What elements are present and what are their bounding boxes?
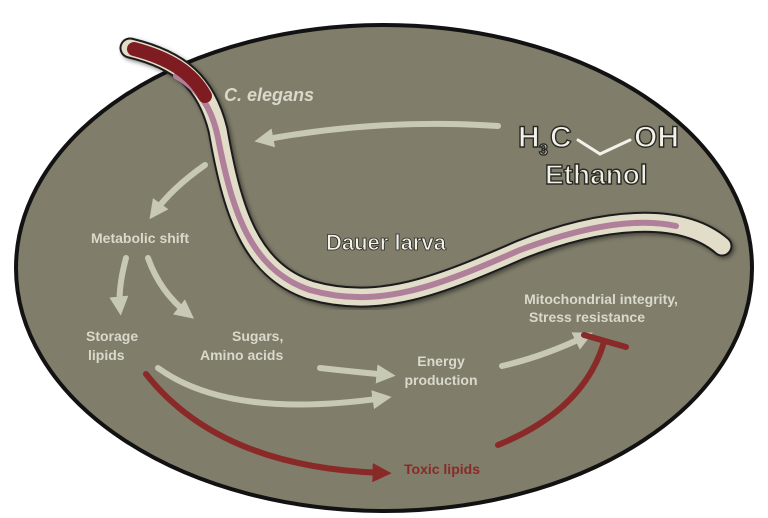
arrow-energy-to-mito [499, 332, 593, 369]
ethanol-formula: H 3 C OH Ethanol [517, 120, 679, 190]
inhibition-bar [581, 332, 629, 350]
worm-head [127, 42, 212, 103]
gray-arrows [109, 120, 593, 410]
energy-line-2: production [404, 372, 477, 388]
storage-lipids-line-1: Storage [86, 328, 138, 344]
sugars-line-1: Sugars, [232, 328, 283, 344]
sugars-amino-acids-label: Sugars, Amino acids [200, 328, 283, 363]
toxic-paths [143, 332, 629, 483]
ethanol-label: Ethanol [545, 159, 648, 190]
c-elegans-worm [119, 37, 733, 308]
mito-line-1: Mitochondrial integrity, [524, 291, 678, 307]
formula-c: C [550, 121, 572, 154]
energy-production-label: Energy production [404, 353, 477, 388]
dauer-larva-label: Dauer larva [326, 230, 447, 255]
storage-lipids-label: Storage lipids [86, 328, 138, 363]
arrow-storage-to-toxic [143, 371, 392, 483]
mitochondrial-label: Mitochondrial integrity, Stress resistan… [524, 291, 678, 325]
arrow-worm-to-metabolic-shift [149, 162, 208, 220]
toxic-lipids-label: Toxic lipids [404, 461, 480, 477]
arrow-shift-to-storage [109, 255, 129, 316]
sugars-line-2: Amino acids [200, 347, 283, 363]
formula-oh: OH [634, 121, 679, 154]
formula-h: H [518, 121, 540, 154]
organism-label: C. elegans [224, 85, 314, 105]
storage-lipids-line-2: lipids [88, 347, 125, 363]
arrow-shift-to-sugars [145, 255, 195, 319]
arrow-storage-to-energy [155, 365, 392, 410]
mito-line-2: Stress resistance [529, 309, 645, 325]
bond-ch2-oh [598, 138, 632, 156]
metabolic-shift-label: Metabolic shift [91, 230, 189, 246]
formula-subscript: 3 [539, 142, 548, 159]
formula-bonds [576, 138, 632, 156]
worm-gut [173, 73, 679, 301]
inhibition-toxic-to-mito [495, 339, 607, 448]
arrow-ethanol-to-worm [254, 120, 501, 148]
energy-line-1: Energy [417, 353, 465, 369]
arrow-sugars-to-energy [317, 364, 396, 384]
bond-c-ch2 [576, 138, 602, 156]
